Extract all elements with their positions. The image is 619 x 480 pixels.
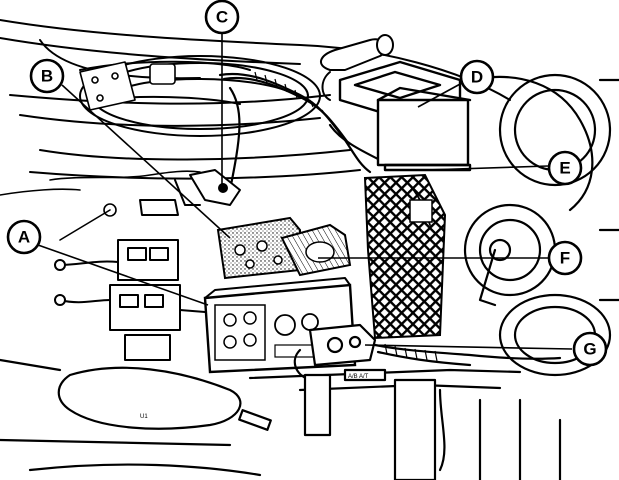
callout-g-label: G <box>583 340 596 359</box>
panel-tag: A/B A/T <box>348 374 369 380</box>
callout-e: E <box>547 150 583 186</box>
leader-lines <box>37 32 573 350</box>
d-connector-plug <box>320 34 394 101</box>
upper-cable-twist <box>254 71 327 117</box>
callout-a-label: A <box>18 228 30 247</box>
callout-b: B <box>29 58 65 94</box>
stowage-net <box>363 173 447 340</box>
mounting-plate <box>79 61 176 111</box>
leader-a <box>37 244 209 306</box>
g-cable-twist <box>384 343 438 362</box>
callout-f: F <box>547 240 583 276</box>
upper-cable <box>218 72 382 192</box>
lower-floor-structure <box>0 358 562 480</box>
floor-tag: U1 <box>140 414 148 420</box>
callout-f-label: F <box>560 249 570 268</box>
f-component <box>280 223 352 277</box>
g-cable-assembly <box>293 323 562 382</box>
callout-d: D <box>459 59 495 95</box>
callout-c: C <box>204 0 240 35</box>
callout-e-label: E <box>559 159 570 178</box>
left-wiring <box>0 170 201 241</box>
callout-c-label: C <box>216 8 228 27</box>
turret-ring <box>0 19 511 180</box>
leader-b <box>61 84 231 239</box>
callout-b-label: B <box>41 67 53 86</box>
callout-g: G <box>572 331 608 367</box>
d-component-box <box>338 60 472 172</box>
callout-d-label: D <box>471 68 483 87</box>
c-mount-bracket <box>139 169 241 216</box>
right-side-wheels <box>463 73 619 377</box>
callout-a: A <box>6 219 42 255</box>
leader-e <box>424 165 549 171</box>
left-connector-stack <box>54 239 206 361</box>
leader-d <box>417 82 463 108</box>
hatch-opening <box>79 55 321 137</box>
leader-g <box>364 344 573 350</box>
